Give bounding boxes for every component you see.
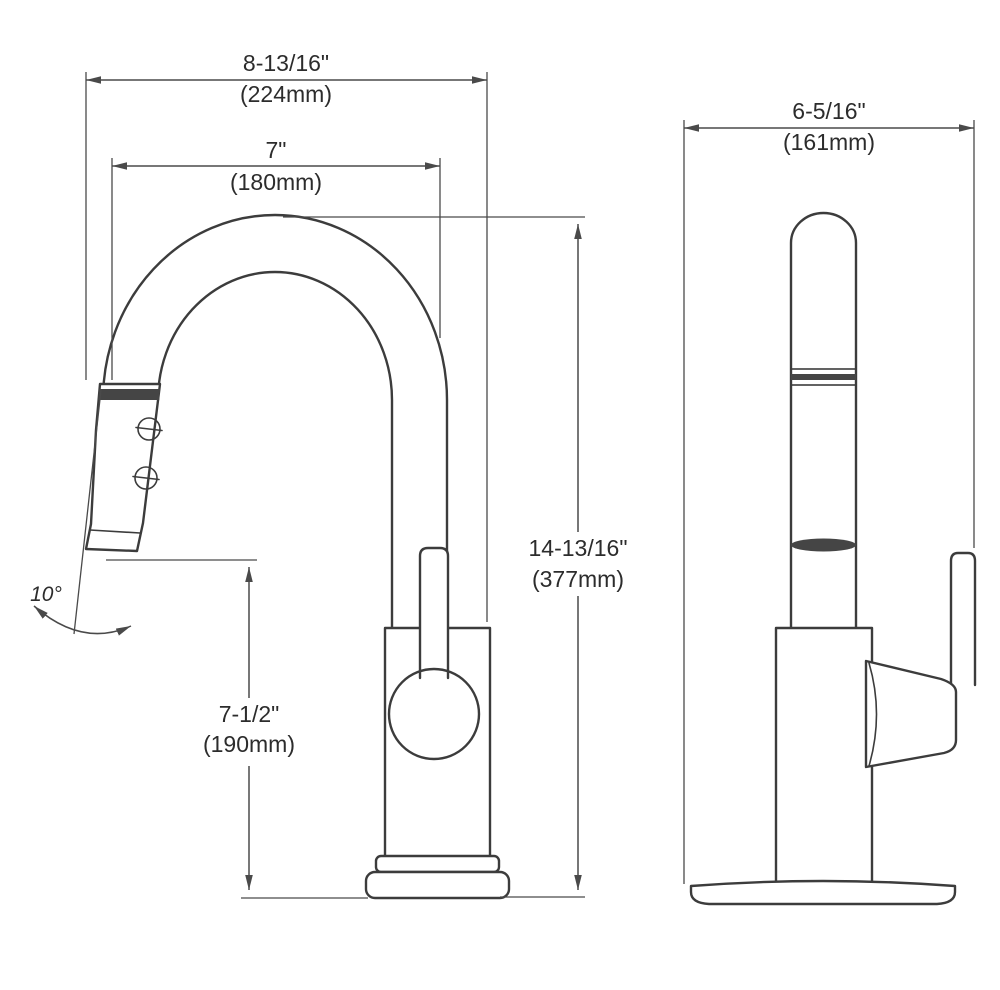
deck-plate [364,870,511,900]
spout-reach-mm-label: (180mm) [230,169,322,195]
depth-inches-label: 6-5/16" [792,98,865,124]
depth-mm-label: (161mm) [783,129,875,155]
dim-depth: 6-5/16" (161mm) [683,98,975,884]
side-handle-lever [949,551,977,687]
base-flange [374,854,501,874]
side-body [789,211,858,630]
front-view: 10° 8-13/16" (224mm) 7" (180mm) 14-13/16… [30,50,628,900]
angle-annotation: 10° [30,389,132,636]
overall-height-mm-label: (377mm) [532,566,624,592]
side-aerator-band [791,538,856,552]
overall-width-mm-label: (224mm) [240,81,332,107]
overall-height-inches-label: 14-13/16" [529,535,628,561]
outlet-height-mm-label: (190mm) [203,731,295,757]
dim-overall-width: 8-13/16" (224mm) [85,50,488,622]
side-base [774,626,874,884]
angle-arc-arrow [33,605,132,636]
nozzle-joint-line [89,529,141,534]
handle-lever [418,546,450,680]
outlet-height-inches-label: 7-1/2" [219,701,280,727]
angle-reference-line [73,389,102,635]
spout-inner-outline [156,270,394,630]
side-handle-cone [864,659,958,769]
side-deck-plate [689,879,957,906]
spout-reach-inches-label: 7" [266,137,287,163]
spray-head-band [98,389,160,400]
handle-hub [387,667,481,761]
dim-spout-reach: 7" (180mm) [111,137,441,380]
overall-width-inches-label: 8-13/16" [243,50,329,76]
spout-outer-outline [101,213,449,630]
side-handle-cone-curve [868,662,878,767]
dim-overall-height: 14-13/16" (377mm) [283,216,628,898]
screw-bottom-icon [132,466,160,490]
spray-angle-label: 10° [30,583,62,606]
side-band-upper [790,368,857,386]
screw-top-icon [135,417,163,441]
side-view: 6-5/16" (161mm) [683,98,977,906]
dim-outlet-height: 7-1/2" (190mm) [106,559,368,899]
